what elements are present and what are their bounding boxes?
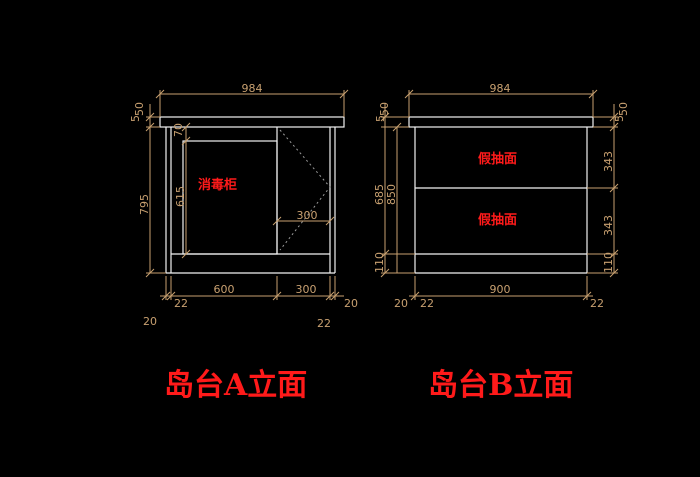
dim-22-left-a: 22 [174,297,188,310]
dim-343-top: 343 [602,151,615,172]
dim-615: 615 [174,186,187,207]
dim-795: 795 [138,194,151,215]
dim-5-b-right: 5 [613,115,626,122]
dim-110-b-right: 110 [602,252,615,273]
title-a: 岛台A立面 [164,368,307,403]
drawer-bottom-label: 假抽面 [478,212,517,228]
dim-300-bottom: 300 [296,283,317,296]
dim-22-b-left: 22 [420,297,434,310]
dim-343-bottom: 343 [602,215,615,236]
sterilizer-label: 消毒柜 [198,177,237,193]
dim-top-width-b: 984 [490,82,511,95]
elevation-b: 假抽面 假抽面 984 5 50 685 850 110 [373,82,630,403]
dim-70: 70 [172,123,185,137]
dim-5-a: 5 [129,115,142,122]
dim-685: 685 [373,184,386,205]
dim-22-b-right: 22 [590,297,604,310]
countertop-b [408,116,594,128]
dim-20-left-a: 20 [143,315,157,328]
dim-900: 900 [490,283,511,296]
dim-600: 600 [214,283,235,296]
dim-5-b-left: 5 [374,115,387,122]
dim-50-a: 50 [133,102,146,116]
countertop-a [159,116,345,128]
dim-850: 850 [385,184,398,205]
dim-110-b-left: 110 [373,252,386,273]
dim-20-right-a: 20 [344,297,358,310]
elevation-a: 消毒柜 984 5 50 795 615 70 300 [129,82,358,403]
dim-50-b-left: 50 [378,102,391,116]
title-b: 岛台B立面 [428,368,573,403]
dim-50-b-right: 50 [617,102,630,116]
sterilizer-cabinet [182,140,278,255]
dim-20-b: 20 [394,297,408,310]
drawer-top-label: 假抽面 [478,151,517,167]
dim-top-width-a: 984 [242,82,263,95]
dim-300-inner: 300 [297,209,318,222]
open-shelf-indicator [279,129,331,251]
dim-22-right-a: 22 [317,317,331,330]
